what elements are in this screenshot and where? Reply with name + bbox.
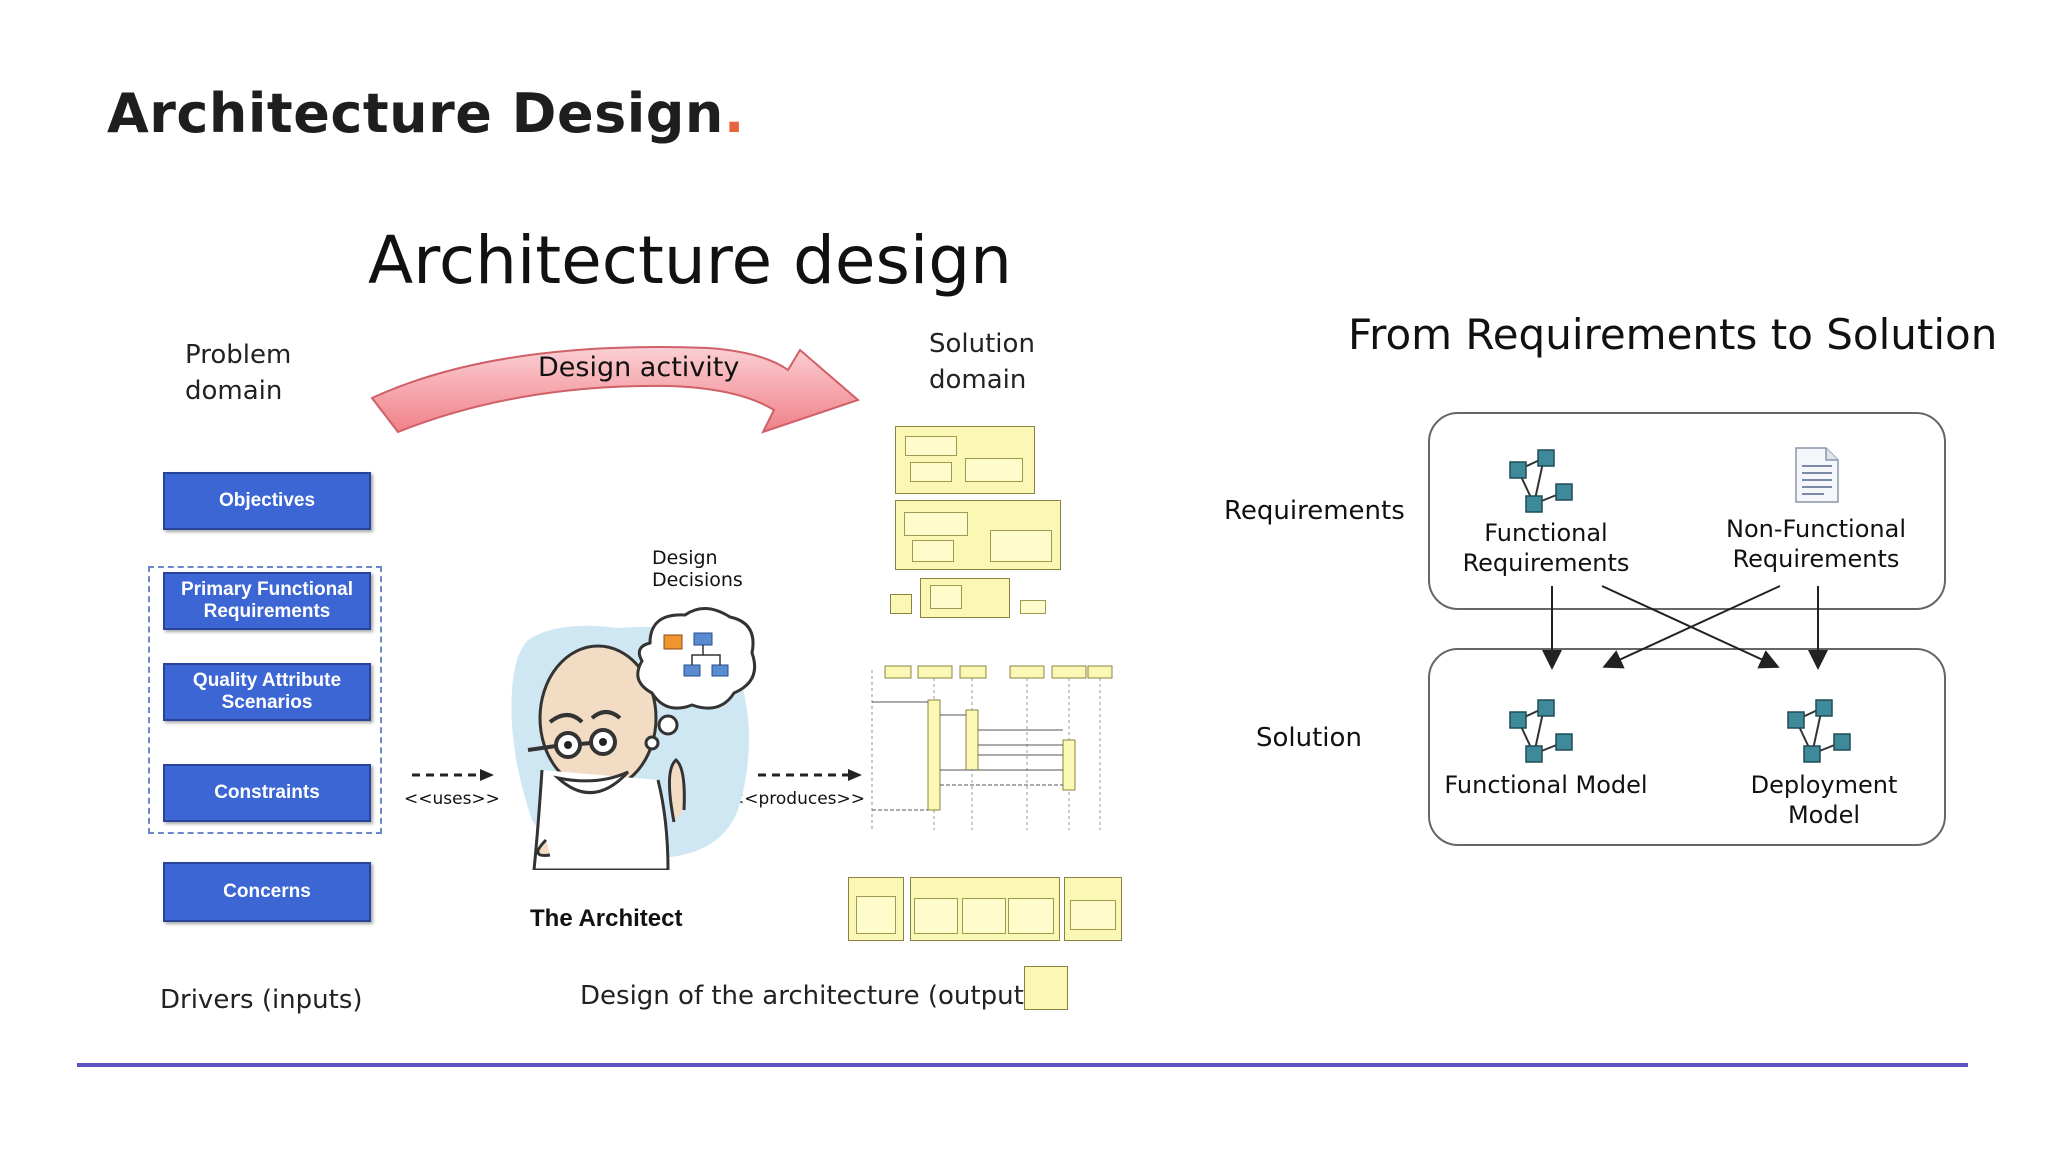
driver-concerns: Concerns <box>163 862 371 922</box>
uml-sequence-diagram <box>871 665 1113 830</box>
right-figure-title: From Requirements to Solution <box>1348 310 1998 359</box>
non-functional-requirements-label: Non-Functional Requirements <box>1726 515 1906 573</box>
drivers-dashed-group <box>148 566 382 834</box>
driver-constraints: Constraints <box>163 764 371 822</box>
thought-bubble <box>636 607 757 751</box>
uses-arrow <box>412 769 494 781</box>
produces-arrow <box>758 769 862 781</box>
figure-title: Architecture design <box>368 222 1012 299</box>
drivers-caption: Drivers (inputs) <box>160 985 363 1015</box>
document-icon <box>1795 447 1839 503</box>
uses-label: <<uses>> <box>404 789 500 809</box>
driver-objectives: Objectives <box>163 472 371 530</box>
driver-primary-functional-requirements: Primary Functional Requirements <box>163 572 371 630</box>
slide-title: Architecture Design. <box>107 82 745 145</box>
produces-label: <<produces>> <box>730 789 866 809</box>
bottom-divider <box>77 1063 1968 1067</box>
architect-illustration <box>511 625 749 870</box>
functional-model-label: Functional Model <box>1444 771 1648 799</box>
functional-requirements-graph-icon <box>1509 449 1573 513</box>
problem-domain-label: Problem domain <box>185 340 292 406</box>
requirements-to-solution-arrows <box>1542 585 1828 670</box>
design-activity-label: Design activity <box>538 352 740 383</box>
functional-model-graph-icon <box>1509 699 1573 763</box>
deployment-model-graph-icon <box>1787 699 1851 763</box>
deployment-model-label: Deployment Model <box>1750 771 1898 829</box>
requirements-panel <box>1428 412 1946 610</box>
requirements-row-label: Requirements <box>1224 496 1405 526</box>
design-activity-arrow <box>370 346 860 434</box>
driver-quality-attribute-scenarios: Quality Attribute Scenarios <box>163 663 371 721</box>
output-caption: Design of the architecture (output) <box>580 981 1034 1011</box>
solution-domain-label: Solution domain <box>929 329 1035 395</box>
title-dot: . <box>723 82 745 145</box>
solution-panel <box>1428 648 1946 846</box>
solution-row-label: Solution <box>1256 723 1362 753</box>
functional-requirements-label: Functional Requirements <box>1462 519 1630 577</box>
design-decisions-label: Design Decisions <box>652 547 743 591</box>
architect-label: The Architect <box>530 905 683 932</box>
